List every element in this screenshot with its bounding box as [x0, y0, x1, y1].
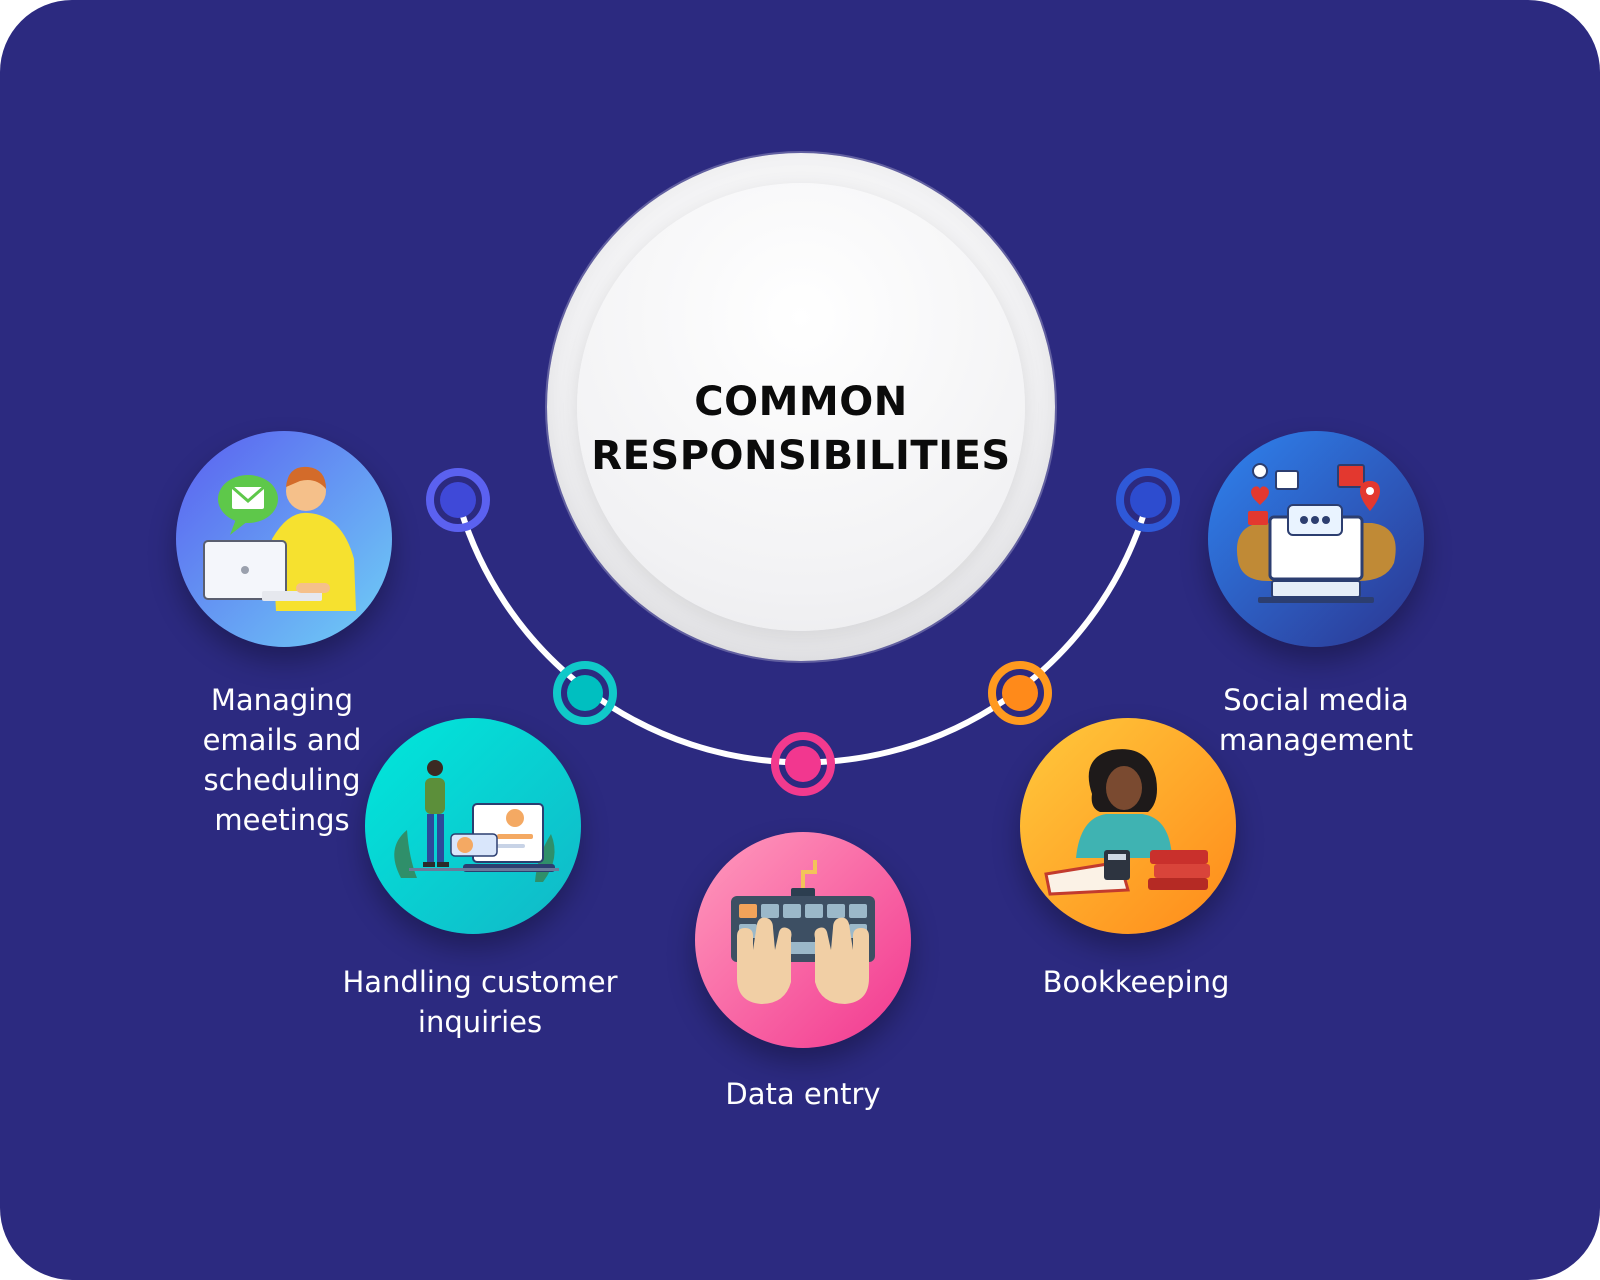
- connector-dot-5: [1116, 468, 1180, 532]
- node-emails-scheduling: [176, 431, 392, 647]
- connector-dot-3: [771, 732, 835, 796]
- keyboard-typing-icon: [731, 860, 875, 1004]
- center-circle-inner: COMMON RESPONSIBILITIES: [577, 183, 1025, 631]
- center-circle: COMMON RESPONSIBILITIES: [547, 153, 1055, 661]
- node-label-emails-scheduling: Managing emails and scheduling meetings: [202, 683, 362, 837]
- connector-dot-1: [426, 468, 490, 532]
- node-label-bookkeeping: Bookkeeping: [1042, 965, 1230, 999]
- node-customer-inquiries: [365, 718, 581, 934]
- bookkeeping-icon: [1044, 749, 1210, 896]
- node-data-entry: [695, 832, 911, 1048]
- node-label-data-entry: Data entry: [725, 1077, 881, 1111]
- node-social-media: [1208, 431, 1424, 647]
- social-media-icon: [1236, 463, 1396, 603]
- customer-support-icon: [394, 760, 559, 882]
- connector-dot-4: [988, 661, 1052, 725]
- emails-scheduling-icon: [203, 466, 356, 611]
- node-label-customer-inquiries: Handling customer inquiries: [342, 965, 618, 1039]
- node-bookkeeping: [1020, 718, 1236, 934]
- connector-dot-2: [553, 661, 617, 725]
- page-title: COMMON RESPONSIBILITIES: [591, 379, 1011, 479]
- node-label-social-media: Social media management: [1218, 683, 1414, 757]
